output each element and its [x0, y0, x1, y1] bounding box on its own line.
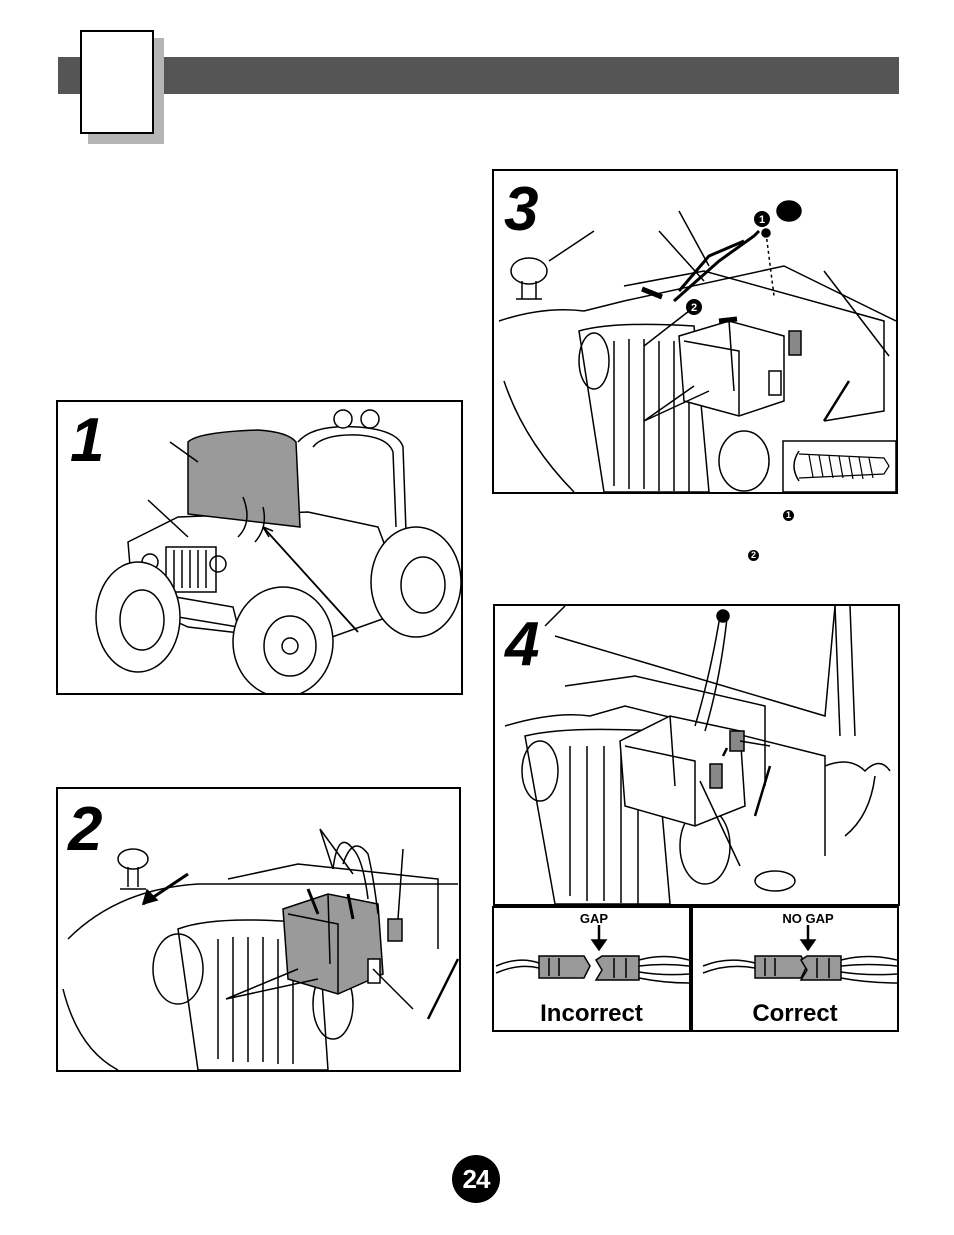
step-1-panel: 1 [56, 400, 463, 695]
gap-label: GAP [574, 911, 614, 926]
page-number: 24 [452, 1155, 500, 1203]
step-2-panel: 2 [56, 787, 461, 1072]
step-3-panel: 3 [492, 169, 898, 494]
step-2-number: 2 [68, 799, 100, 861]
callout-1-badge: 1 [759, 214, 765, 226]
header-tab [80, 30, 154, 134]
step-3-number: 3 [504, 179, 536, 241]
connector-correct-panel: NO GAP Correct [691, 906, 899, 1032]
callout-2-note: 2 [748, 545, 759, 563]
step-1-illustration [58, 402, 461, 693]
header-bar [58, 57, 899, 94]
step-1-number: 1 [70, 410, 102, 472]
callout-2-badge: 2 [691, 302, 697, 314]
incorrect-caption: Incorrect [494, 1000, 689, 1028]
step-3-illustration: 1 2 [494, 171, 896, 492]
step-4-number: 4 [505, 614, 537, 676]
callout-1-marker: 1 [783, 510, 794, 521]
correct-caption: Correct [693, 1000, 897, 1028]
connector-incorrect-panel: GAP Incorrect [492, 906, 691, 1032]
no-gap-label: NO GAP [773, 911, 843, 926]
callout-2-marker: 2 [748, 550, 759, 561]
step-2-illustration [58, 789, 459, 1070]
callout-1-note: 1 [783, 505, 794, 523]
step-4-panel: 4 [493, 604, 900, 906]
step-4-illustration [495, 606, 898, 904]
